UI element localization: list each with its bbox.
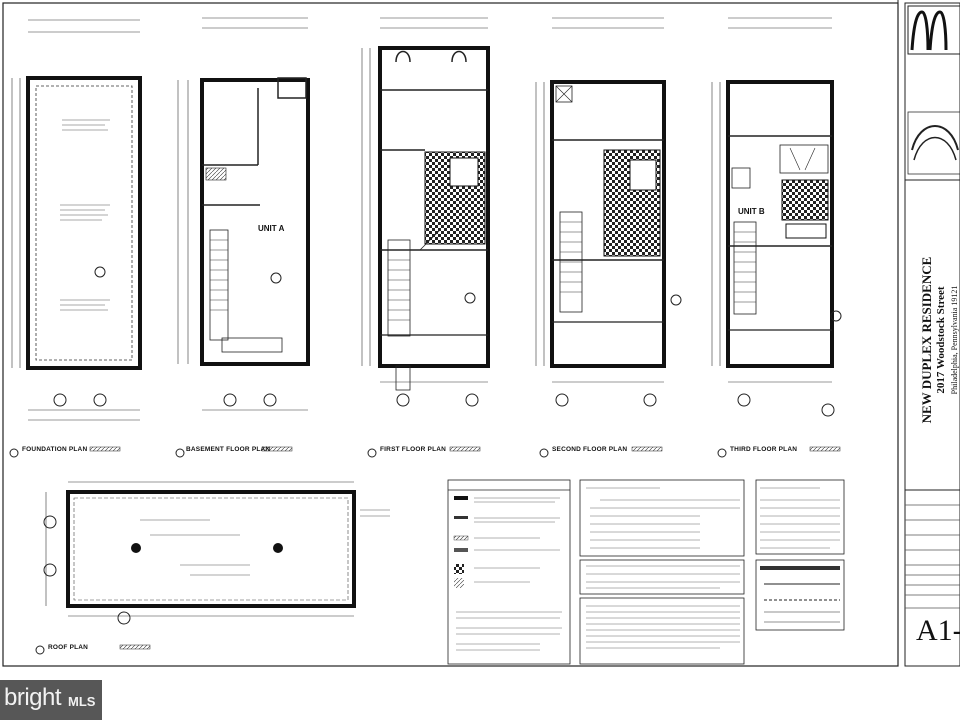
basement-plan — [175, 17, 310, 458]
first-floor-plan — [361, 17, 490, 458]
watermark-text: bright — [4, 684, 62, 711]
title-block-project: NEW DUPLEX RESIDENCE 2017 Woodstock Stre… — [916, 195, 959, 485]
roof-plan — [35, 481, 390, 655]
second-floor-plan — [535, 17, 682, 458]
plan-title-foundation: FOUNDATION PLAN — [22, 446, 88, 453]
project-name: NEW DUPLEX RESIDENCE — [919, 256, 934, 424]
plan-title-roof: ROOF PLAN — [48, 644, 89, 651]
plan-title-second-floor: SECOND FLOOR PLAN — [552, 446, 628, 453]
unit-a-label: UNIT A — [258, 224, 285, 233]
unit-b-label: UNIT B — [738, 207, 765, 216]
project-address: 2017 Woodstock Street — [935, 286, 947, 394]
project-city: Philadelphia, Pennsylvania 19121 — [950, 285, 959, 395]
watermark-mls: MLS — [68, 694, 96, 709]
plan-title-third-floor: THIRD FLOOR PLAN — [730, 446, 798, 453]
watermark-logo: bright MLS — [0, 680, 102, 720]
sheet-number: A1- — [916, 614, 960, 647]
plan-title-basement: BASEMENT FLOOR PLAN — [186, 446, 271, 453]
third-floor-plan — [711, 17, 842, 458]
plan-title-first-floor: FIRST FLOOR PLAN — [380, 446, 447, 453]
foundation-plan — [9, 19, 142, 458]
legend-tables — [447, 479, 845, 665]
